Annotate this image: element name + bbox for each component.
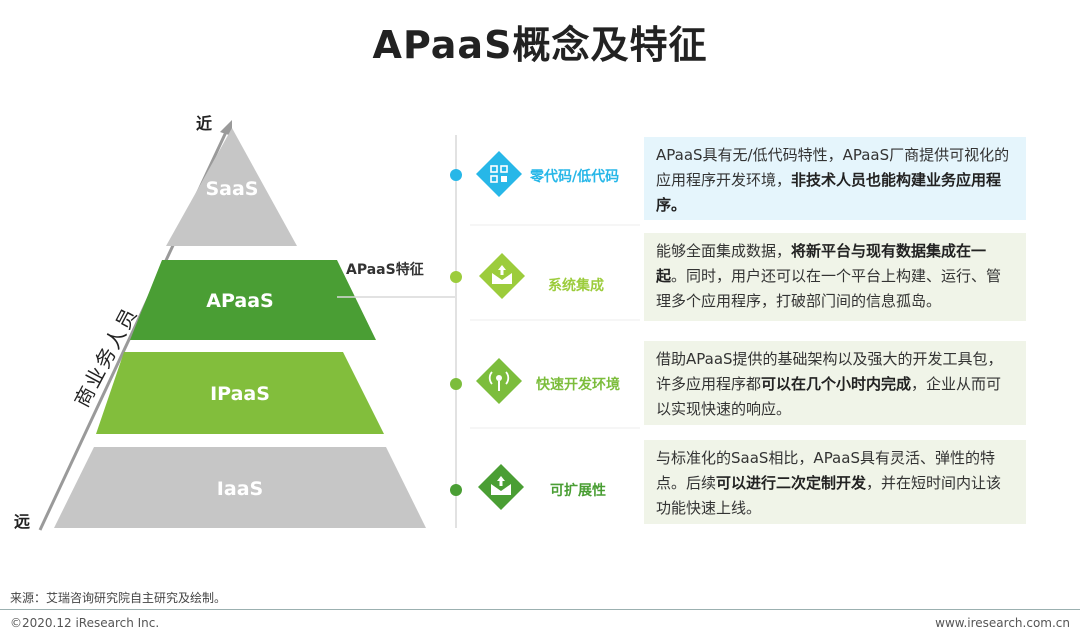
website-link[interactable]: www.iresearch.com.cn <box>935 616 1070 630</box>
feature-dot <box>450 378 462 390</box>
broadcast-icon <box>476 358 522 404</box>
feature-label-scalability: 可扩展性 <box>550 483 606 499</box>
feature-dot <box>450 271 462 283</box>
footer-divider <box>0 609 1080 610</box>
tier-label-iaas: IaaS <box>216 478 264 500</box>
feature-desc-scalability: 与标准化的SaaS相比，APaaS具有灵活、弹性的特点。后续可以进行二次定制开发… <box>644 440 1026 524</box>
desc-segment: 与标准化的SaaS相比，APaaS具有灵活、弹性的特点。后续 <box>656 449 995 492</box>
feature-desc-low-code: APaaS具有无/低代码特性，APaaS厂商提供可视化的应用程序开发环境，非技术… <box>644 137 1026 220</box>
tier-ipaas <box>96 352 384 434</box>
axis-far-label: 远 <box>14 512 31 531</box>
desc-segment: APaaS具有无/低代码特性，APaaS厂商提供可视化的应用程序开发环境， <box>656 146 1010 189</box>
desc-segment: 非技术人员也能构建业务应用程序。 <box>656 171 1002 214</box>
axis-near-label: 近 <box>196 114 213 133</box>
feature-label-integration: 系统集成 <box>548 278 604 294</box>
feature-section-title: APaaS特征 <box>346 262 424 278</box>
desc-segment: 借助APaaS提供的基础架构以及强大的开发工具包，许多应用程序都 <box>656 350 1003 393</box>
feature-label-rapid-dev: 快速开发环境 <box>536 377 620 393</box>
desc-segment: 。同时，用户还可以在一个平台上构建、运行、管理多个应用程序，打破部门间的信息孤岛… <box>656 267 1002 310</box>
tier-iaas <box>54 447 426 528</box>
tier-label-ipaas: IPaaS <box>210 383 270 405</box>
desc-segment: ，企业从而可以实现快速的响应。 <box>656 375 1002 418</box>
grid-apps-icon <box>476 151 522 197</box>
envelope-upload-icon <box>479 253 525 299</box>
feature-desc-rapid-dev: 借助APaaS提供的基础架构以及强大的开发工具包，许多应用程序都可以在几个小时内… <box>644 341 1026 425</box>
copyright-text: ©2020.12 iResearch Inc. <box>10 616 160 630</box>
tier-label-saas: SaaS <box>205 178 259 200</box>
feature-label-low-code: 零代码/低代码 <box>530 169 620 185</box>
feature-desc-integration: 能够全面集成数据，将新平台与现有数据集成在一起。同时，用户还可以在一个平台上构建… <box>644 233 1026 321</box>
feature-dot <box>450 169 462 181</box>
axis-arrowhead <box>220 120 232 136</box>
tier-label-apaas: APaaS <box>206 290 274 312</box>
envelope-upload-icon <box>478 464 524 510</box>
desc-segment: 可以进行二次定制开发 <box>716 474 867 492</box>
desc-segment: ，并在短时间内让该功能快速上线。 <box>656 474 1002 517</box>
desc-segment: 将新平台与现有数据集成在一起 <box>656 242 987 285</box>
tier-saas <box>166 128 297 246</box>
feature-dot <box>450 484 462 496</box>
desc-segment: 能够全面集成数据， <box>656 242 792 260</box>
page-title: APaaS概念及特征 <box>372 23 708 67</box>
desc-segment: 可以在几个小时内完成 <box>761 375 912 393</box>
source-note: 来源：艾瑞咨询研究院自主研究及绘制。 <box>10 591 227 605</box>
tier-apaas <box>130 260 376 340</box>
